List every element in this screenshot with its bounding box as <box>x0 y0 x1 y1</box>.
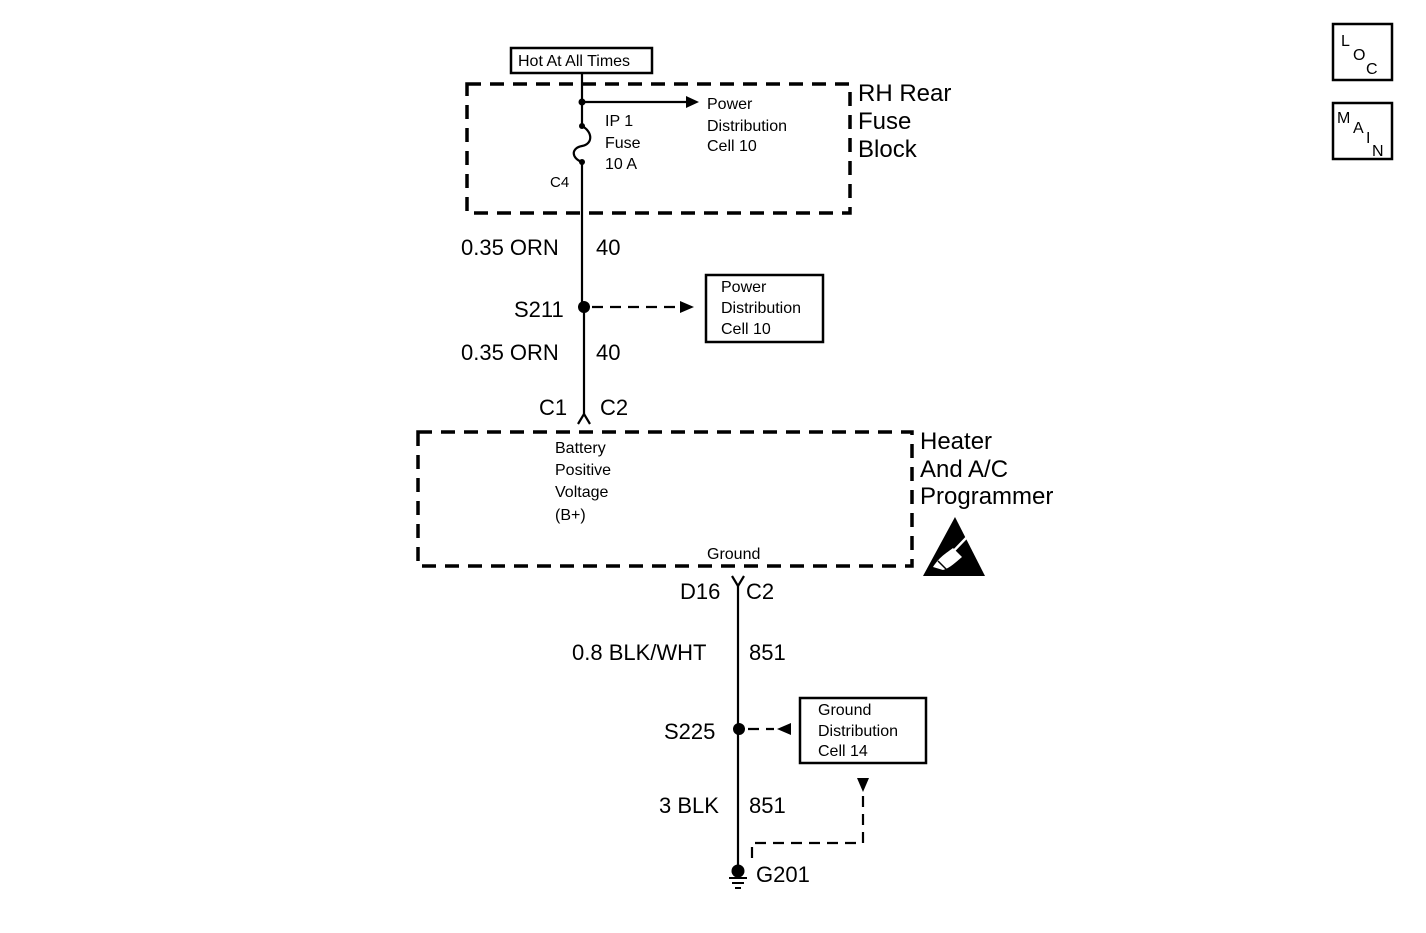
splice-s225-ref-box[interactable]: Ground Distribution Cell 14 <box>798 696 928 765</box>
svg-text:10 A: 10 A <box>605 156 637 173</box>
svg-text:Fuse: Fuse <box>605 135 641 152</box>
loc-button[interactable]: L O C <box>1331 22 1394 82</box>
wire-upper-circuit: 40 <box>596 235 620 260</box>
svg-text:Ground: Ground <box>818 702 871 719</box>
svg-text:Power: Power <box>707 96 753 113</box>
ground-point-label: G201 <box>756 862 810 887</box>
main-letter-a: A <box>1353 120 1364 137</box>
connector-top-icon <box>577 411 591 425</box>
svg-text:Cell 10: Cell 10 <box>721 321 771 338</box>
esd-warning-icon <box>923 517 985 576</box>
fuse-icon <box>572 123 592 165</box>
svg-text:Positive: Positive <box>555 462 611 479</box>
svg-text:And A/C: And A/C <box>920 456 1008 483</box>
wire-mid-circuit: 40 <box>596 340 620 365</box>
connector-bottom-icon <box>731 575 745 589</box>
svg-text:Fuse: Fuse <box>858 108 911 135</box>
svg-text:Voltage: Voltage <box>555 484 608 501</box>
splice-s225-arrow <box>777 723 791 735</box>
programmer-bottom-pin: D16 <box>680 579 720 604</box>
svg-text:Block: Block <box>858 136 918 163</box>
splice-s211-label: S211 <box>514 297 564 322</box>
splice-s225-dot <box>733 723 745 735</box>
wire-ground-upper-size-color: 0.8 BLK/WHT <box>572 640 706 665</box>
wire-ground-lower-circuit: 851 <box>749 793 786 818</box>
programmer-ground-label: Ground <box>707 546 760 563</box>
ground-ref-arrow <box>857 778 869 792</box>
splice-s211-arrow <box>680 301 694 313</box>
wire-ground-lower-size-color: 3 BLK <box>659 793 719 818</box>
ground-icon <box>729 864 747 889</box>
wire-ground-upper-circuit: 851 <box>749 640 786 665</box>
svg-text:RH Rear: RH Rear <box>858 80 951 107</box>
svg-text:Programmer: Programmer <box>920 483 1053 510</box>
svg-text:Battery: Battery <box>555 440 606 457</box>
programmer-name: Heater And A/C Programmer <box>920 428 1053 510</box>
svg-text:Cell 10: Cell 10 <box>707 138 757 155</box>
main-button[interactable]: M A I N <box>1331 101 1394 161</box>
svg-text:(B+): (B+) <box>555 507 586 524</box>
svg-text:Hot At All Times: Hot At All Times <box>518 53 630 70</box>
loc-letter-l: L <box>1341 33 1350 50</box>
fuse-block-name: RH Rear Fuse Block <box>858 80 951 163</box>
fuse-block-outline <box>465 82 852 215</box>
wire-mid-size-color: 0.35 ORN <box>461 340 559 365</box>
svg-text:Distribution: Distribution <box>707 118 787 135</box>
fuse-block-connector: C4 <box>550 174 569 191</box>
splice-s225-label: S225 <box>664 719 715 744</box>
loc-letter-c: C <box>1366 61 1378 78</box>
svg-text:Heater: Heater <box>920 428 992 455</box>
main-letter-i: I <box>1366 130 1370 147</box>
main-letter-m: M <box>1337 110 1350 127</box>
hot-at-all-times-label: Hot At All Times <box>509 46 654 75</box>
main-letter-n: N <box>1372 143 1384 160</box>
svg-text:IP 1: IP 1 <box>605 113 633 130</box>
loc-letter-o: O <box>1353 47 1365 64</box>
programmer-bottom-connector: C2 <box>746 579 774 604</box>
svg-text:Distribution: Distribution <box>721 300 801 317</box>
svg-text:Distribution: Distribution <box>818 723 898 740</box>
programmer-top-pin: C1 <box>539 395 567 420</box>
programmer-input-label: Battery Positive Voltage (B+) <box>555 440 611 524</box>
svg-text:Cell 14: Cell 14 <box>818 743 868 760</box>
splice-s211-ref-box[interactable]: Power Distribution Cell 10 <box>704 273 825 344</box>
bus-arrow <box>686 96 699 108</box>
programmer-top-connector: C2 <box>600 395 628 420</box>
svg-text:Power: Power <box>721 279 767 296</box>
fuse-block-ref-power-distribution[interactable]: Power Distribution Cell 10 <box>707 96 787 155</box>
programmer-outline <box>416 430 914 568</box>
fuse-label: IP 1 Fuse 10 A <box>605 113 641 173</box>
wire-upper-size-color: 0.35 ORN <box>461 235 559 260</box>
